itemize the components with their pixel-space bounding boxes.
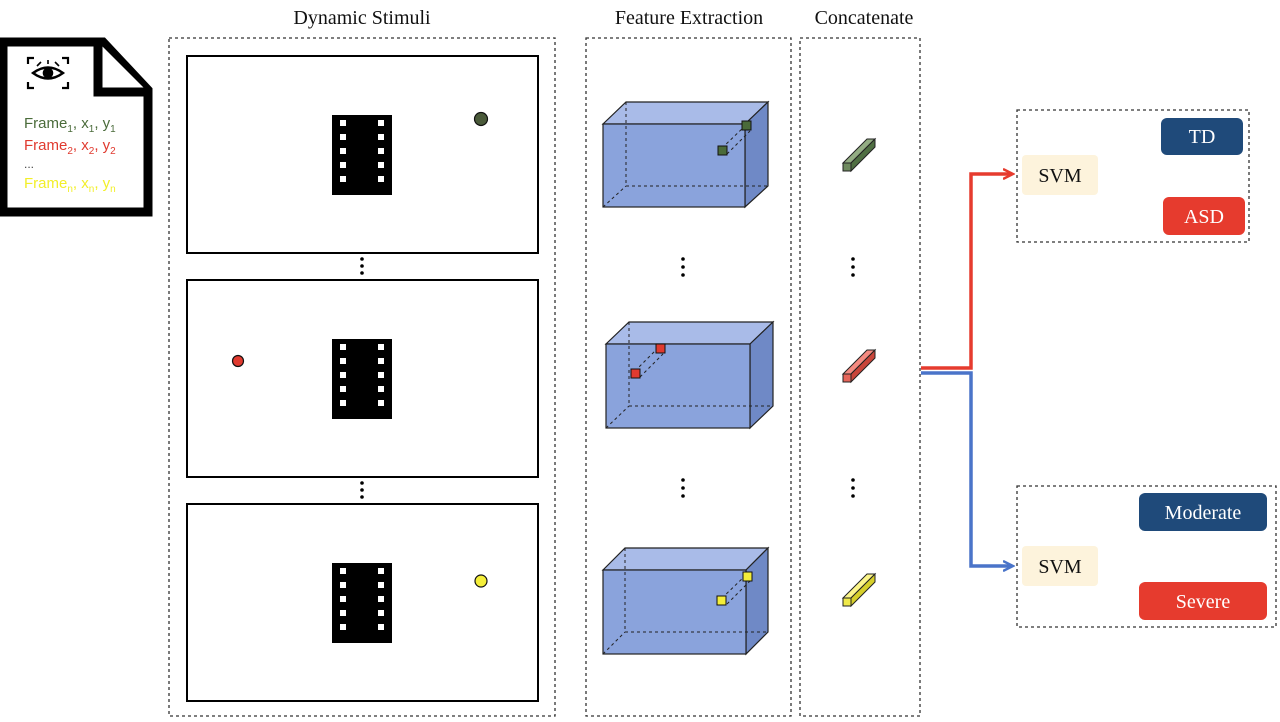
film-icon [332, 115, 392, 195]
class-td-label: TD [1189, 126, 1216, 148]
gaze-point-yellow [474, 574, 488, 588]
arrow-to-svm-top [921, 174, 1012, 370]
stimulus-frame-1 [186, 55, 539, 254]
arrow-to-svm-bottom [921, 371, 1012, 566]
class-asd-label: ASD [1184, 206, 1224, 228]
svm-bottom-label-box [1022, 546, 1098, 586]
gaze-row-ellipsis: ... [24, 157, 34, 171]
svm-top-label: SVM [1038, 165, 1082, 187]
vertical-ellipsis [851, 478, 855, 498]
feature-cube-3 [601, 546, 770, 656]
feature-vector-yellow [841, 572, 877, 608]
svm-bottom-label: SVM [1038, 556, 1082, 578]
vertical-ellipsis [360, 481, 364, 499]
gaze-row-n: Framen, xn, yn [24, 175, 116, 195]
eye-tracking-icon [26, 56, 70, 90]
header-dynamic-stimuli: Dynamic Stimuli [293, 7, 431, 29]
vertical-ellipsis [360, 257, 364, 275]
stimulus-frame-3 [186, 503, 539, 702]
gaze-point-green [473, 111, 489, 127]
header-concatenate: Concatenate [815, 7, 914, 29]
svm-top-panel [1016, 109, 1250, 243]
class-moderate-badge [1139, 493, 1267, 531]
vertical-ellipsis [851, 257, 855, 277]
vertical-ellipsis [681, 257, 685, 277]
stimuli-panel [168, 37, 556, 717]
svm-top-label-box [1022, 155, 1098, 195]
gaze-point-red [231, 354, 245, 368]
feature-cube-2 [604, 320, 775, 430]
concatenate-panel [799, 37, 921, 717]
gaze-row-1: Frame1, x1, y1 [24, 115, 116, 135]
vertical-ellipsis [681, 478, 685, 498]
header-feature-extraction: Feature Extraction [615, 7, 763, 29]
film-icon [332, 563, 392, 643]
gaze-row-2: Frame2, x2, y2 [24, 137, 116, 157]
feature-point-green [717, 145, 728, 156]
class-asd-badge [1163, 197, 1245, 235]
feature-extraction-panel [585, 37, 792, 717]
film-icon [332, 339, 392, 419]
svm-bottom-panel [1016, 485, 1277, 628]
feature-cube-1 [601, 100, 770, 209]
class-td-badge [1161, 118, 1243, 155]
class-severe-label: Severe [1176, 591, 1231, 613]
class-moderate-label: Moderate [1165, 502, 1242, 524]
feature-point-yellow [716, 595, 727, 606]
stimulus-frame-2 [186, 279, 539, 478]
feature-vector-green [841, 137, 877, 173]
feature-vector-red [841, 348, 877, 384]
gaze-file-icon: Frame1, x1, y1 Frame2, x2, y2 ... Framen… [0, 37, 153, 217]
class-severe-badge [1139, 582, 1267, 620]
feature-point-red [630, 368, 641, 379]
